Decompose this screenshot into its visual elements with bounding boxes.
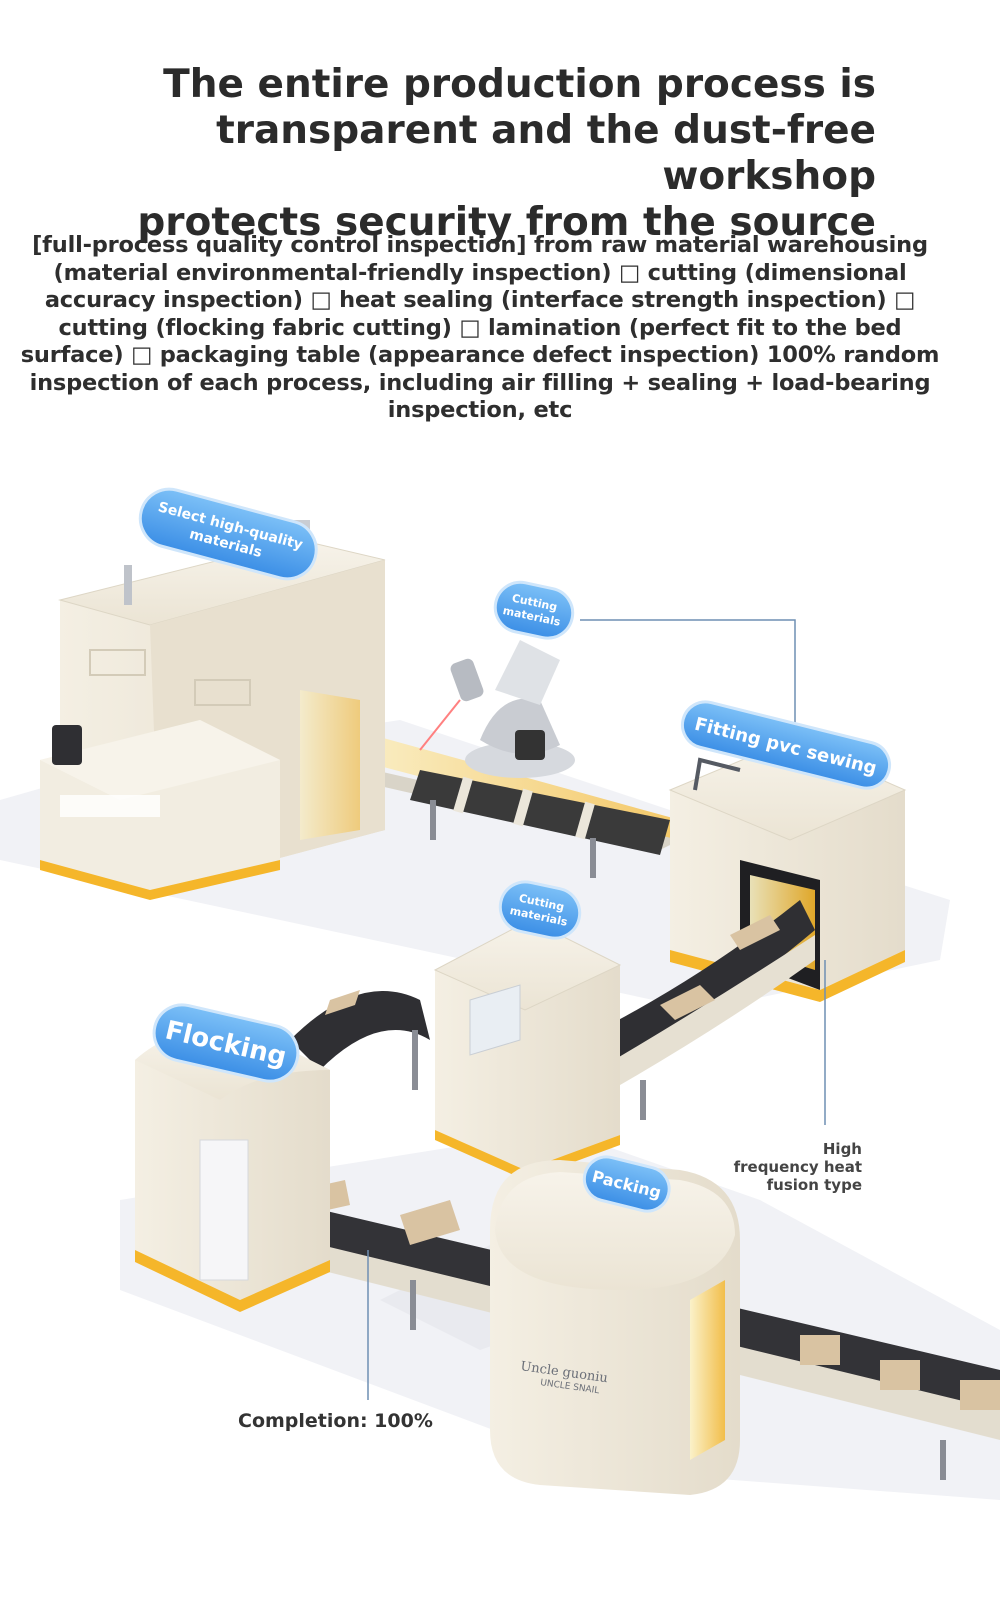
hf-callout: High frequency heat fusion type	[700, 1140, 862, 1194]
title-line-2: transparent and the dust-free workshop	[216, 108, 876, 199]
building-cutting-mid	[433, 919, 622, 1180]
hf-line-2: frequency heat	[733, 1158, 862, 1176]
pill-cutting-mid: Cutting materials	[498, 880, 582, 940]
pill-packing: Packing	[582, 1155, 671, 1213]
page-title: The entire production process is transpa…	[40, 62, 876, 246]
middle-conveyor	[290, 900, 815, 1120]
title-line-3: protects security from the source	[137, 200, 876, 245]
hf-line-3: fusion type	[766, 1176, 862, 1194]
hf-line-1: High	[822, 1140, 862, 1158]
pill-cutting-top: Cutting materials	[493, 580, 575, 640]
production-line-illustration: Uncle guoniu UNCLE SNAIL Select high-qua…	[0, 487, 1000, 1500]
callout-lines	[367, 619, 826, 1400]
completion-label: Completion: 100%	[238, 1410, 433, 1432]
robot-arm	[419, 640, 575, 778]
building-packing: Uncle guoniu UNCLE SNAIL	[490, 1160, 740, 1495]
pill-flocking: Flocking	[152, 1003, 300, 1083]
upper-conveyor	[300, 715, 680, 878]
process-description: [full-process quality control inspection…	[20, 232, 940, 423]
building-select-materials	[40, 520, 386, 900]
title-line-1: The entire production process is	[163, 62, 876, 107]
